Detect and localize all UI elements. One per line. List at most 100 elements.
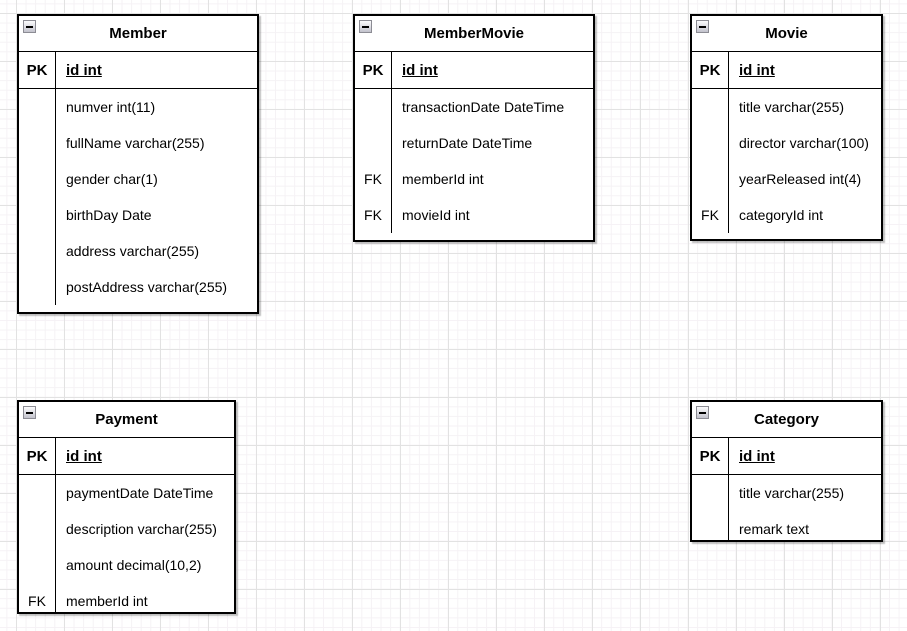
key-label: FK [355,161,392,197]
attribute-row[interactable]: amount decimal(10,2) [19,547,234,583]
minus-glyph [26,25,33,28]
key-label [692,161,729,197]
attribute-row[interactable]: paymentDate DateTime [19,475,234,511]
attribute-row[interactable]: postAddress varchar(255) [19,269,257,305]
entity-body: numver int(11) fullName varchar(255) gen… [19,89,257,312]
entity-body: paymentDate DateTime description varchar… [19,475,234,612]
primary-key-row[interactable]: PK id int [19,52,257,89]
attribute-field: transactionDate DateTime [402,99,565,115]
attribute-field: description varchar(255) [66,521,217,537]
entity-header: Category [692,402,881,438]
minus-glyph [699,411,706,414]
pk-field: id int [739,61,775,79]
key-label [19,125,56,161]
pk-label: PK [19,52,56,88]
key-label [692,125,729,161]
attribute-row[interactable]: FK movieId int [355,197,593,233]
attribute-row[interactable]: director varchar(100) [692,125,881,161]
attribute-row[interactable]: returnDate DateTime [355,125,593,161]
key-label [692,475,729,511]
attribute-row[interactable]: FK categoryId int [692,197,881,233]
attribute-row[interactable]: FK memberId int [355,161,593,197]
pk-label: PK [692,438,729,474]
key-label [355,89,392,125]
attribute-field: address varchar(255) [66,243,200,259]
collapse-minus-icon[interactable] [23,20,36,33]
pk-field: id int [66,447,102,465]
key-label [19,475,56,511]
entity-title: Category [753,411,820,428]
entity-movie[interactable]: Movie PK id int title varchar(255) direc… [690,14,883,241]
key-label [19,233,56,269]
attribute-row[interactable]: numver int(11) [19,89,257,125]
attribute-field: categoryId int [739,207,824,223]
attribute-field: director varchar(100) [739,135,869,151]
key-label [19,511,56,547]
entity-header: MemberMovie [355,16,593,52]
attribute-field: numver int(11) [66,99,156,115]
entity-title: Member [109,25,167,42]
attribute-row[interactable]: title varchar(255) [692,89,881,125]
minus-glyph [26,411,33,414]
entity-header: Payment [19,402,234,438]
collapse-minus-icon[interactable] [696,20,709,33]
collapse-minus-icon[interactable] [359,20,372,33]
primary-key-row[interactable]: PK id int [692,438,881,475]
attribute-row[interactable]: fullName varchar(255) [19,125,257,161]
key-label: FK [355,197,392,233]
pk-field: id int [66,61,102,79]
attribute-field: memberId int [402,171,484,187]
attribute-row[interactable]: title varchar(255) [692,475,881,511]
pk-label: PK [19,438,56,474]
attribute-field: memberId int [66,593,148,609]
attribute-field: title varchar(255) [739,485,845,501]
attribute-field: remark text [739,521,810,537]
entity-body: title varchar(255) remark text [692,475,881,540]
entity-title: Payment [95,411,158,428]
collapse-minus-icon[interactable] [696,406,709,419]
attribute-row[interactable]: description varchar(255) [19,511,234,547]
primary-key-row[interactable]: PK id int [692,52,881,89]
key-label [19,547,56,583]
entity-header: Movie [692,16,881,52]
entity-body: title varchar(255) director varchar(100)… [692,89,881,239]
entity-title: Movie [765,25,808,42]
attribute-row[interactable]: birthDay Date [19,197,257,233]
primary-key-row[interactable]: PK id int [19,438,234,475]
attribute-row[interactable]: yearReleased int(4) [692,161,881,197]
attribute-field: amount decimal(10,2) [66,557,202,573]
entity-body: transactionDate DateTime returnDate Date… [355,89,593,240]
pk-field: id int [402,61,438,79]
attribute-field: movieId int [402,207,470,223]
entity-category[interactable]: Category PK id int title varchar(255) re… [690,400,883,542]
key-label [355,125,392,161]
key-label [692,89,729,125]
attribute-field: birthDay Date [66,207,152,223]
entity-payment[interactable]: Payment PK id int paymentDate DateTime d… [17,400,236,614]
attribute-row[interactable]: gender char(1) [19,161,257,197]
key-label [19,161,56,197]
attribute-row[interactable]: FK memberId int [19,583,234,612]
entity-header: Member [19,16,257,52]
attribute-row[interactable]: transactionDate DateTime [355,89,593,125]
pk-label: PK [692,52,729,88]
entity-membermovie[interactable]: MemberMovie PK id int transactionDate Da… [353,14,595,242]
key-label [19,269,56,305]
minus-glyph [699,25,706,28]
minus-glyph [362,25,369,28]
attribute-row[interactable]: remark text [692,511,881,540]
primary-key-row[interactable]: PK id int [355,52,593,89]
attribute-field: paymentDate DateTime [66,485,214,501]
key-label [19,89,56,125]
pk-label: PK [355,52,392,88]
attribute-field: yearReleased int(4) [739,171,862,187]
key-label: FK [19,583,56,612]
key-label: FK [692,197,729,233]
entity-member[interactable]: Member PK id int numver int(11) fullName… [17,14,259,314]
attribute-field: returnDate DateTime [402,135,533,151]
attribute-field: gender char(1) [66,171,158,187]
attribute-row[interactable]: address varchar(255) [19,233,257,269]
collapse-minus-icon[interactable] [23,406,36,419]
key-label [692,511,729,540]
